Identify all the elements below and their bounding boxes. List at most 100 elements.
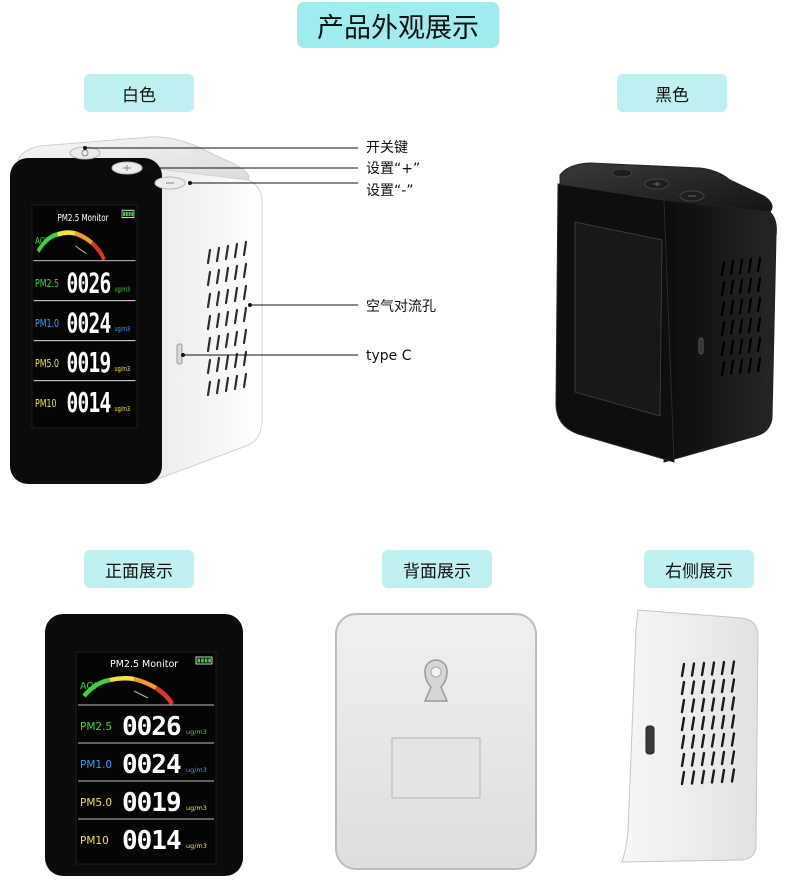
vent-slot xyxy=(700,751,706,767)
vent-slot xyxy=(700,715,706,731)
row-value: 0026 xyxy=(67,267,111,299)
plus-icon[interactable] xyxy=(111,161,143,175)
vent-slot xyxy=(242,328,248,345)
vent-slot xyxy=(680,716,686,732)
vent-slot xyxy=(690,770,696,785)
vent-slot xyxy=(710,661,716,676)
vent-slot xyxy=(720,360,726,377)
minus-icon[interactable] xyxy=(154,176,186,190)
vent-slot xyxy=(215,312,221,329)
vent-slot xyxy=(233,352,239,369)
vent-slot xyxy=(690,680,696,695)
annotation-power: 开关键 xyxy=(366,140,408,156)
vent-slot xyxy=(680,662,686,678)
vent-slot xyxy=(738,358,744,375)
vent-slot xyxy=(720,300,726,317)
vent-slot xyxy=(215,356,221,373)
vent-slot xyxy=(730,768,736,783)
vent-slot xyxy=(729,279,735,296)
vent-slot xyxy=(224,332,230,349)
gauge-arc xyxy=(154,686,175,706)
vent-slot xyxy=(729,299,735,316)
vent-slot xyxy=(242,372,248,389)
battery-icon xyxy=(195,656,213,665)
annotation-vent: 空气对流孔 xyxy=(366,299,436,315)
vent-slot xyxy=(242,306,248,323)
vent-slot xyxy=(233,308,239,325)
aqi-label: AQI xyxy=(35,236,47,248)
vent-slot xyxy=(747,297,753,314)
label-black: 黑色 xyxy=(617,74,727,112)
vent-slot xyxy=(738,318,744,335)
row-name: PM2.5 xyxy=(35,278,59,291)
row-unit: ug/m3 xyxy=(115,405,131,413)
row-value: 0014 xyxy=(122,826,181,856)
vent-slot xyxy=(720,750,726,766)
vent-slot xyxy=(690,752,696,767)
vent-slot xyxy=(756,316,762,333)
vent-slot xyxy=(206,314,212,331)
vent-slot xyxy=(720,678,726,694)
vent-slot xyxy=(730,696,736,711)
vent-slot xyxy=(233,374,239,391)
vent-slot xyxy=(720,696,726,712)
vent-slot xyxy=(756,296,762,313)
row-unit: ug/m3 xyxy=(115,285,131,293)
annotation-port: type C xyxy=(366,348,412,364)
annotation-minus: 设置“-” xyxy=(366,183,414,199)
vent-slot xyxy=(710,697,716,712)
row-name: PM1.0 xyxy=(80,759,112,771)
vent-slot xyxy=(215,334,221,351)
vent-slot xyxy=(747,277,753,294)
vent-slot xyxy=(215,246,221,263)
vent-slot xyxy=(215,378,221,395)
gauge-needle xyxy=(133,690,149,699)
gauge-arc xyxy=(133,676,158,690)
vent-slot xyxy=(720,660,726,676)
vent-slot xyxy=(730,678,736,693)
vent-slot xyxy=(233,264,239,281)
row-unit: ug/m3 xyxy=(186,842,207,850)
vent-slot xyxy=(224,376,230,393)
vent-slot xyxy=(729,359,735,376)
vent-slot xyxy=(747,357,753,374)
row-value: 0014 xyxy=(67,387,111,419)
vent-slot xyxy=(729,339,735,356)
vent-slot xyxy=(720,280,726,297)
vent-slot xyxy=(680,752,686,768)
vent-slot xyxy=(206,292,212,309)
gauge-needle xyxy=(75,245,87,254)
vent-slot xyxy=(700,733,706,749)
vent-slot xyxy=(206,248,212,265)
vent-slot xyxy=(720,768,726,784)
aqi-label: AQI xyxy=(80,681,97,692)
vent-slot xyxy=(700,661,706,677)
vent-slot xyxy=(206,336,212,353)
gauge-arc xyxy=(57,230,76,237)
vent-slot xyxy=(710,769,716,784)
vent-slot xyxy=(242,284,248,301)
vent-slot xyxy=(224,354,230,371)
row-unit: ug/m3 xyxy=(115,325,131,333)
vent-slot xyxy=(710,751,716,766)
vent-slot xyxy=(700,769,706,785)
vent-slot xyxy=(720,260,726,277)
row-unit: ug/m3 xyxy=(186,766,207,774)
vent-slot xyxy=(215,290,221,307)
vent-slot xyxy=(242,350,248,367)
gauge-arc xyxy=(109,675,135,683)
vent-slot xyxy=(224,288,230,305)
row-unit: ug/m3 xyxy=(186,804,207,812)
vent-slot xyxy=(729,319,735,336)
vent-slot xyxy=(730,750,736,765)
vent-slot xyxy=(700,697,706,713)
vent-slot xyxy=(206,270,212,287)
vent-slot xyxy=(747,257,753,274)
vent-slot xyxy=(242,240,248,257)
vent-slot xyxy=(224,266,230,283)
vent-slot xyxy=(756,356,762,373)
label-back: 背面展示 xyxy=(382,550,492,588)
gauge-arc xyxy=(36,232,58,253)
vent-slot xyxy=(720,340,726,357)
